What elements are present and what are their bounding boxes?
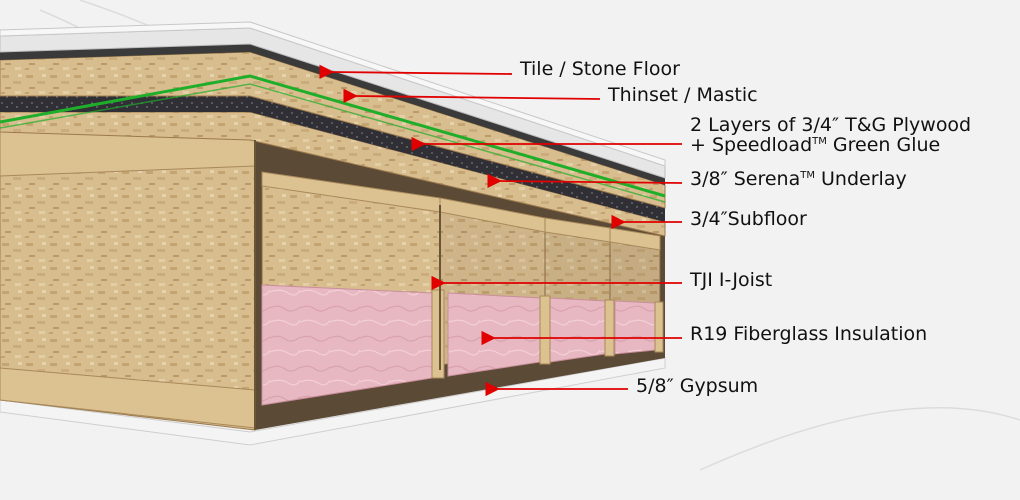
label-insulation: R19 Fiberglass Insulation (690, 323, 928, 345)
label-plywood-line2: + SpeedloadTM Green Glue (690, 133, 941, 156)
gypsum-layer (0, 357, 666, 446)
arrow-thinset (343, 88, 601, 104)
label-thinset: Thinset / Mastic (608, 84, 758, 106)
arrow-tile (319, 64, 513, 80)
callout-arrows (319, 64, 683, 397)
label-tile: Tile / Stone Floor (520, 58, 680, 80)
green-glue-line (0, 74, 666, 198)
label-joist: TJI I-Joist (690, 269, 773, 291)
tile-top-face (0, 21, 666, 167)
label-plywood: 2 Layers of 3/4″ T&G Plywood + Speedload… (690, 114, 972, 156)
arrow-serena (487, 173, 683, 189)
label-plywood-line1: 2 Layers of 3/4″ T&G Plywood (690, 114, 972, 136)
joist-top-flanges (261, 171, 661, 251)
label-gypsum: 5/8″ Gypsum (636, 375, 759, 397)
label-serena: 3/8″ SerenaTM Underlay (690, 168, 907, 190)
green-glue-line-2 (0, 83, 666, 203)
label-subfloor: 3/4″Subfloor (690, 208, 807, 230)
